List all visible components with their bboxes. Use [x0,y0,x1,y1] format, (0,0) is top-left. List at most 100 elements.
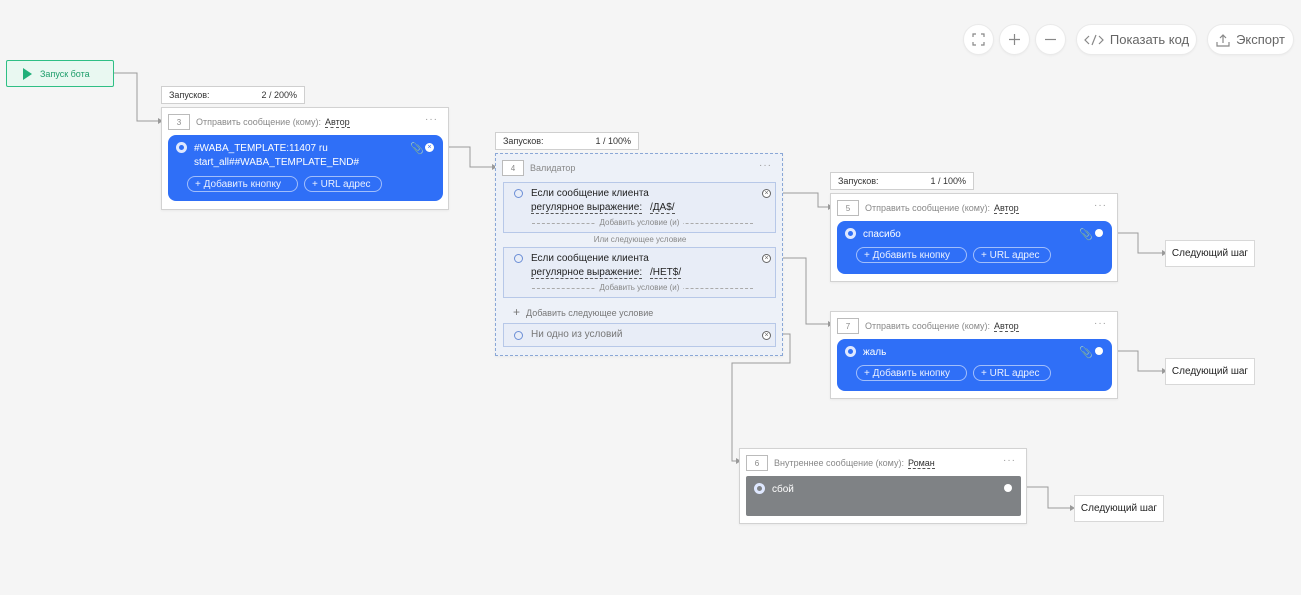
add-button-button[interactable]: + Добавить кнопку [856,365,967,381]
code-icon [1084,34,1104,45]
attachment-icon[interactable]: 📎 [410,143,424,155]
recipient-selector[interactable]: Автор [994,202,1019,214]
minus-icon [1045,38,1056,41]
output-port[interactable] [1004,484,1012,492]
url-button[interactable]: + URL адрес [973,365,1051,381]
card-menu-icon[interactable]: ··· [425,114,438,125]
or-next-condition-label: Или следующее условие [593,235,687,244]
zoom-out-button[interactable] [1035,24,1066,55]
step4-runs-counter: Запусков: 1 / 100% [495,132,639,150]
step-header: 4 Валидатор ··· [502,160,776,176]
attachment-icon[interactable]: 📎 [1079,347,1093,359]
message-text: сбой [772,484,794,495]
step-title: Отправить сообщение (кому): [865,203,991,213]
runs-value: 2 / 200% [261,90,297,100]
runs-value: 1 / 100% [930,176,966,186]
step-header: 5 Отправить сообщение (кому): Автор ··· [837,200,1111,216]
runs-label: Запусков: [169,90,210,100]
condition-value[interactable]: /НЕТ$/ [650,267,682,279]
fullscreen-button[interactable] [963,24,994,55]
no-condition-block[interactable]: Ни одно из условий × [503,323,776,347]
card-menu-icon[interactable]: ··· [1003,455,1016,466]
step-title: Внутреннее сообщение (кому): [774,458,904,468]
plus-icon: + [513,305,521,319]
export-button[interactable]: Экспорт [1207,24,1294,55]
whatsapp-icon [176,142,187,153]
output-port[interactable] [1095,229,1103,237]
step-title: Валидатор [530,163,576,173]
next-step-button[interactable]: Следующий шаг [1165,358,1255,385]
step-title: Отправить сообщение (кому): [196,117,322,127]
step-header: 3 Отправить сообщение (кому): Автор ··· [168,114,442,130]
start-bot-node[interactable]: Запуск бота [6,60,114,87]
remove-icon[interactable]: × [762,254,771,263]
remove-icon[interactable]: × [762,331,771,340]
output-port[interactable] [1095,347,1103,355]
condition-title: Если сообщение клиента [531,253,649,264]
step5-card[interactable]: 5 Отправить сообщение (кому): Автор ··· … [830,193,1118,282]
zoom-in-button[interactable] [999,24,1030,55]
message-text: жаль [863,347,887,358]
add-next-condition-button[interactable]: +Добавить следующее условие [513,305,654,319]
attachment-icon[interactable]: 📎 [1079,229,1093,241]
recipient-selector[interactable]: Автор [325,116,350,128]
condition-block-2[interactable]: Если сообщение клиента регулярное выраже… [503,247,776,298]
recipient-selector[interactable]: Автор [994,320,1019,332]
condition-value[interactable]: /ДА$/ [650,202,675,214]
step-number: 5 [837,200,859,216]
message-bubble[interactable]: жаль 📎 + Добавить кнопку + URL адрес [837,339,1112,391]
step7-card[interactable]: 7 Отправить сообщение (кому): Автор ··· … [830,311,1118,399]
check-icon [514,189,523,198]
whatsapp-icon [845,346,856,357]
card-menu-icon[interactable]: ··· [1094,318,1107,329]
step-number: 4 [502,160,524,176]
upload-icon [1216,33,1230,47]
step-number: 7 [837,318,859,334]
message-text: спасибо [863,229,901,240]
add-button-button[interactable]: + Добавить кнопку [856,247,967,263]
step5-runs-counter: Запусков: 1 / 100% [830,172,974,190]
message-text: #WABA_TEMPLATE:11407 ru start_all##WABA_… [194,143,360,168]
show-code-label: Показать код [1109,32,1190,47]
export-label: Экспорт [1236,32,1285,47]
show-code-button[interactable]: Показать код [1076,24,1197,55]
message-bubble[interactable]: #WABA_TEMPLATE:11407 ru start_all##WABA_… [168,135,443,201]
start-bot-label: Запуск бота [40,68,90,79]
recipient-selector[interactable]: Роман [907,457,935,469]
add-and-condition[interactable]: Добавить условие (и) [504,218,775,227]
step4-validator-card[interactable]: 4 Валидатор ··· Если сообщение клиента р… [495,153,783,356]
step-header: 6 Внутреннее сообщение (кому): Роман ··· [746,455,1020,471]
check-icon [514,331,523,340]
condition-block-1[interactable]: Если сообщение клиента регулярное выраже… [503,182,776,233]
remove-icon[interactable]: × [425,143,434,152]
card-menu-icon[interactable]: ··· [759,160,772,171]
step6-card[interactable]: 6 Внутреннее сообщение (кому): Роман ···… [739,448,1027,524]
condition-rule[interactable]: регулярное выражение: [531,267,643,279]
no-condition-label: Ни одно из условий [531,329,623,340]
add-button-button[interactable]: + Добавить кнопку [187,176,298,192]
step3-runs-counter: Запусков: 2 / 200% [161,86,305,104]
step-title: Отправить сообщение (кому): [865,321,991,331]
url-button[interactable]: + URL адрес [304,176,382,192]
step-number: 3 [168,114,190,130]
next-step-button[interactable]: Следующий шаг [1074,495,1164,522]
step-header: 7 Отправить сообщение (кому): Автор ··· [837,318,1111,334]
add-and-condition[interactable]: Добавить условие (и) [504,283,775,292]
condition-rule[interactable]: регулярное выражение: [531,202,643,214]
next-step-button[interactable]: Следующий шаг [1165,240,1255,267]
condition-title: Если сообщение клиента [531,188,649,199]
card-menu-icon[interactable]: ··· [1094,200,1107,211]
runs-label: Запусков: [503,136,544,146]
whatsapp-icon [845,228,856,239]
message-bubble[interactable]: сбой [746,476,1021,516]
fullscreen-icon [972,33,985,46]
step3-card[interactable]: 3 Отправить сообщение (кому): Автор ··· … [161,107,449,210]
url-button[interactable]: + URL адрес [973,247,1051,263]
step-number: 6 [746,455,768,471]
plus-icon [1009,34,1020,45]
remove-icon[interactable]: × [762,189,771,198]
play-icon [23,67,32,80]
internal-message-icon [754,483,765,494]
runs-label: Запусков: [838,176,879,186]
message-bubble[interactable]: спасибо 📎 + Добавить кнопку + URL адрес [837,221,1112,274]
